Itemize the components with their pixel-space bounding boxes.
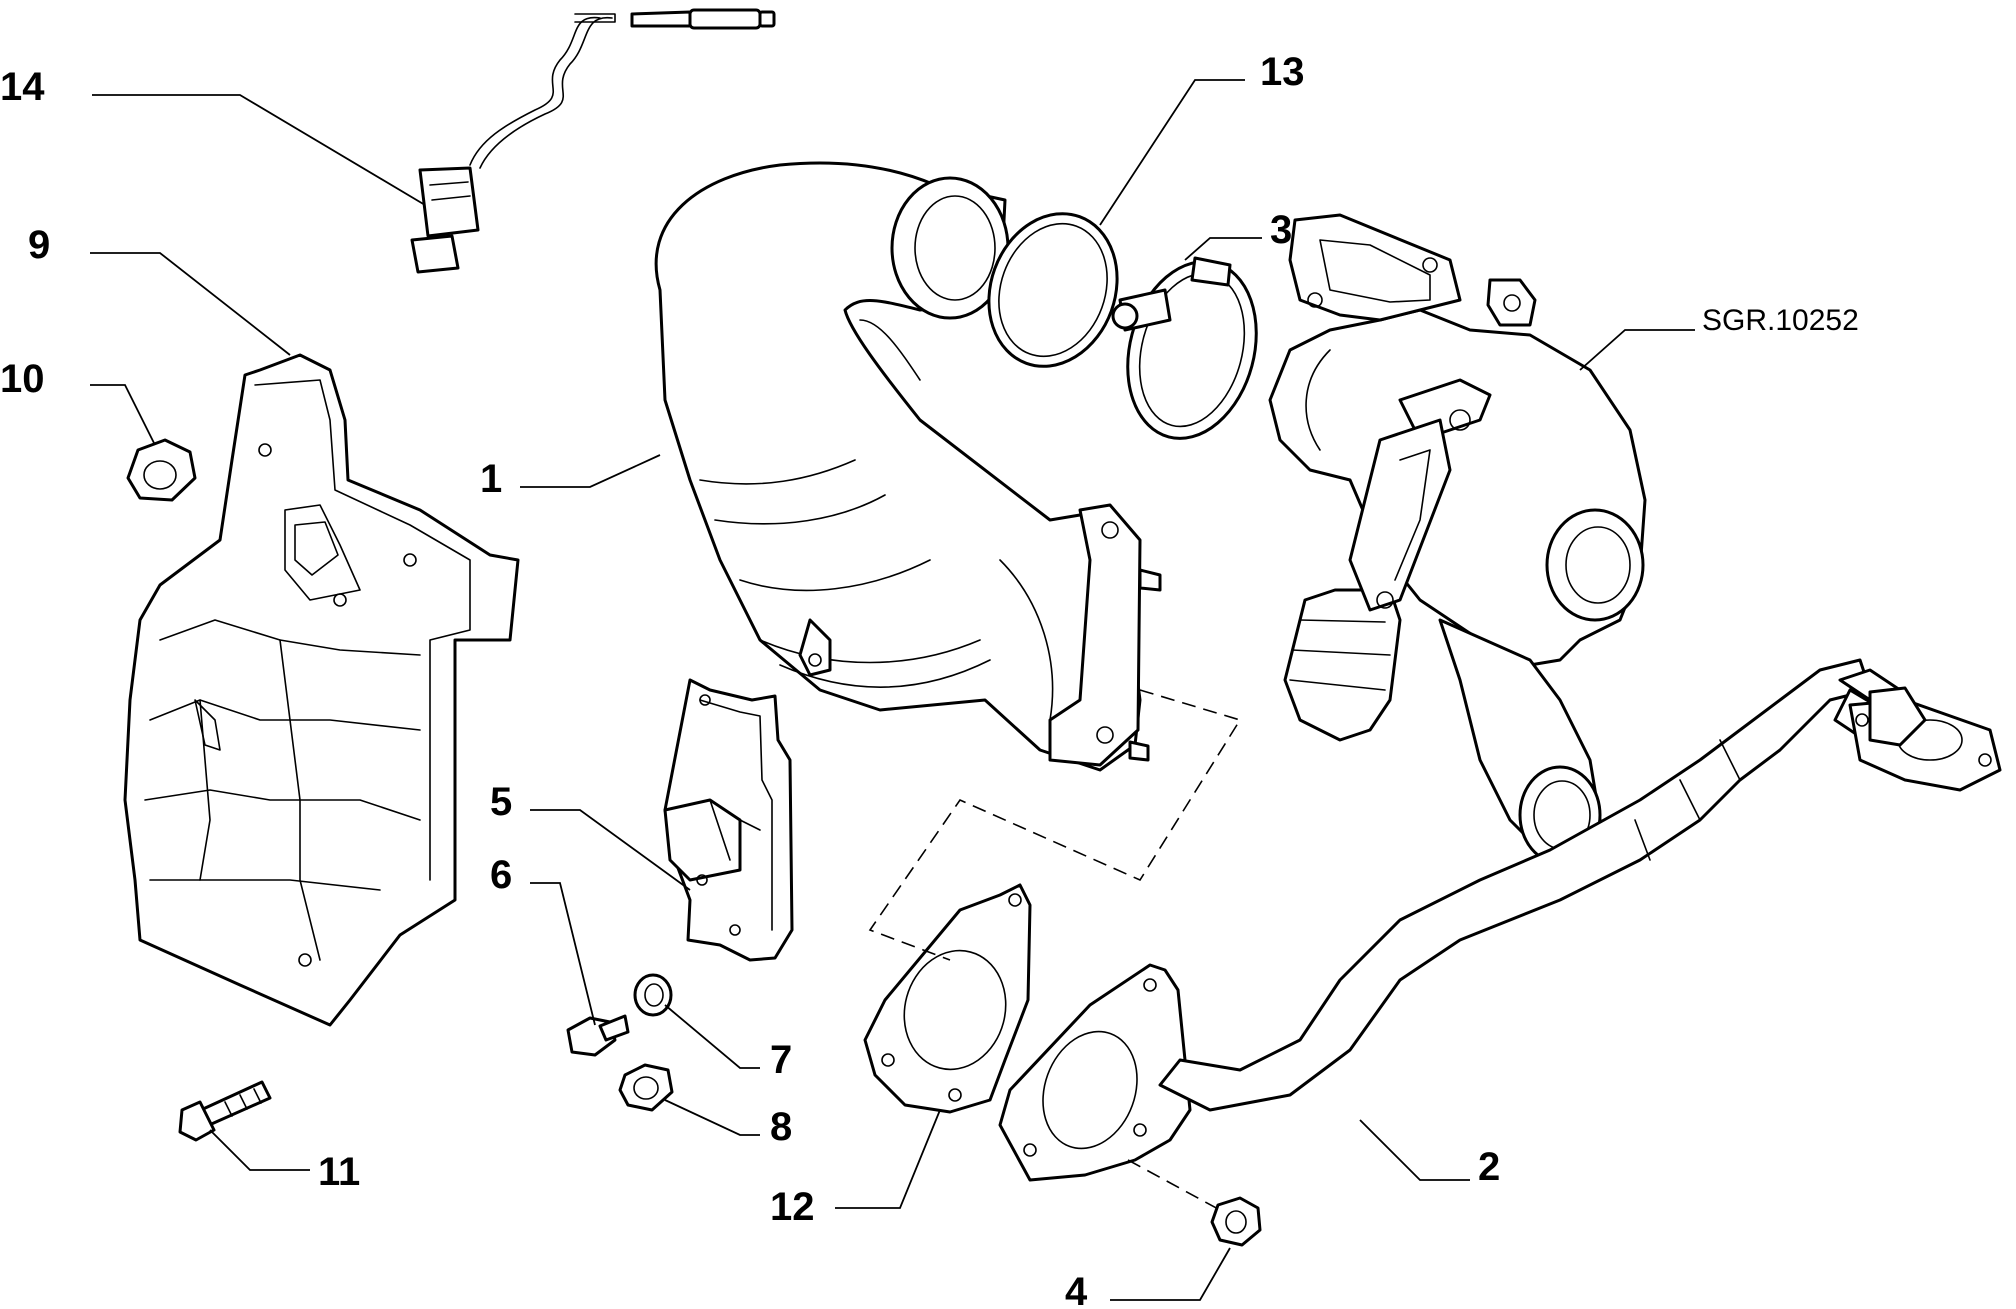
assembly-dashed-lines [868, 689, 1242, 1211]
callout-3: 3 [1270, 208, 1292, 252]
nut-part-8 [618, 1063, 674, 1112]
oxygen-sensor-part [410, 8, 776, 274]
catalytic-converter-part [654, 161, 1162, 772]
reference-code: SGR.10252 [1702, 304, 1859, 337]
callout-2: 2 [1478, 1145, 1500, 1189]
callout-1: 1 [480, 457, 502, 501]
washer-part-7 [633, 973, 673, 1017]
callout-labels: 14 9 10 1 13 3 SGR.10252 5 6 7 8 11 12 2… [0, 50, 1859, 1309]
callout-9: 9 [28, 223, 50, 267]
gasket-part-12 [863, 883, 1032, 1114]
leader-line-5 [530, 809, 691, 891]
callout-14: 14 [0, 65, 45, 109]
bolt-part-11 [178, 1080, 272, 1142]
bracket-part-5 [663, 678, 794, 962]
callout-5: 5 [490, 780, 512, 824]
leader-line-9 [90, 252, 291, 356]
leader-line-ref [1579, 329, 1695, 371]
callout-12: 12 [770, 1185, 815, 1229]
leader-line-14 [92, 94, 426, 206]
callout-11: 11 [318, 1150, 360, 1194]
nut-part-4 [1210, 1196, 1262, 1247]
leader-line-1 [520, 454, 661, 488]
callout-13: 13 [1260, 50, 1305, 94]
callout-10: 10 [0, 357, 45, 401]
gasket-ring-part-13 [987, 212, 1119, 368]
leader-line-3 [1184, 237, 1262, 261]
leader-lines [90, 79, 1695, 1301]
callout-8: 8 [770, 1105, 792, 1149]
leader-line-8 [664, 1099, 760, 1136]
exhaust-pipe-part-2 [998, 658, 2002, 1182]
leader-line-7 [664, 1004, 760, 1069]
leader-line-11 [209, 1129, 310, 1171]
leader-line-2 [1359, 1119, 1470, 1181]
bolt-part-6 [566, 1014, 630, 1057]
callout-7: 7 [770, 1038, 792, 1082]
leader-line-4 [1110, 1247, 1231, 1301]
leader-line-13 [1099, 79, 1245, 226]
callout-6: 6 [490, 853, 512, 897]
leader-line-6 [530, 882, 596, 1026]
heat-shield-part [123, 353, 520, 1027]
leader-line-12 [835, 1109, 941, 1209]
callout-4: 4 [1065, 1270, 1088, 1309]
clamp-part-3 [1111, 256, 1258, 440]
nut-part-10 [126, 438, 197, 502]
turbocharger-part [1268, 213, 1647, 865]
leader-line-10 [90, 384, 156, 446]
